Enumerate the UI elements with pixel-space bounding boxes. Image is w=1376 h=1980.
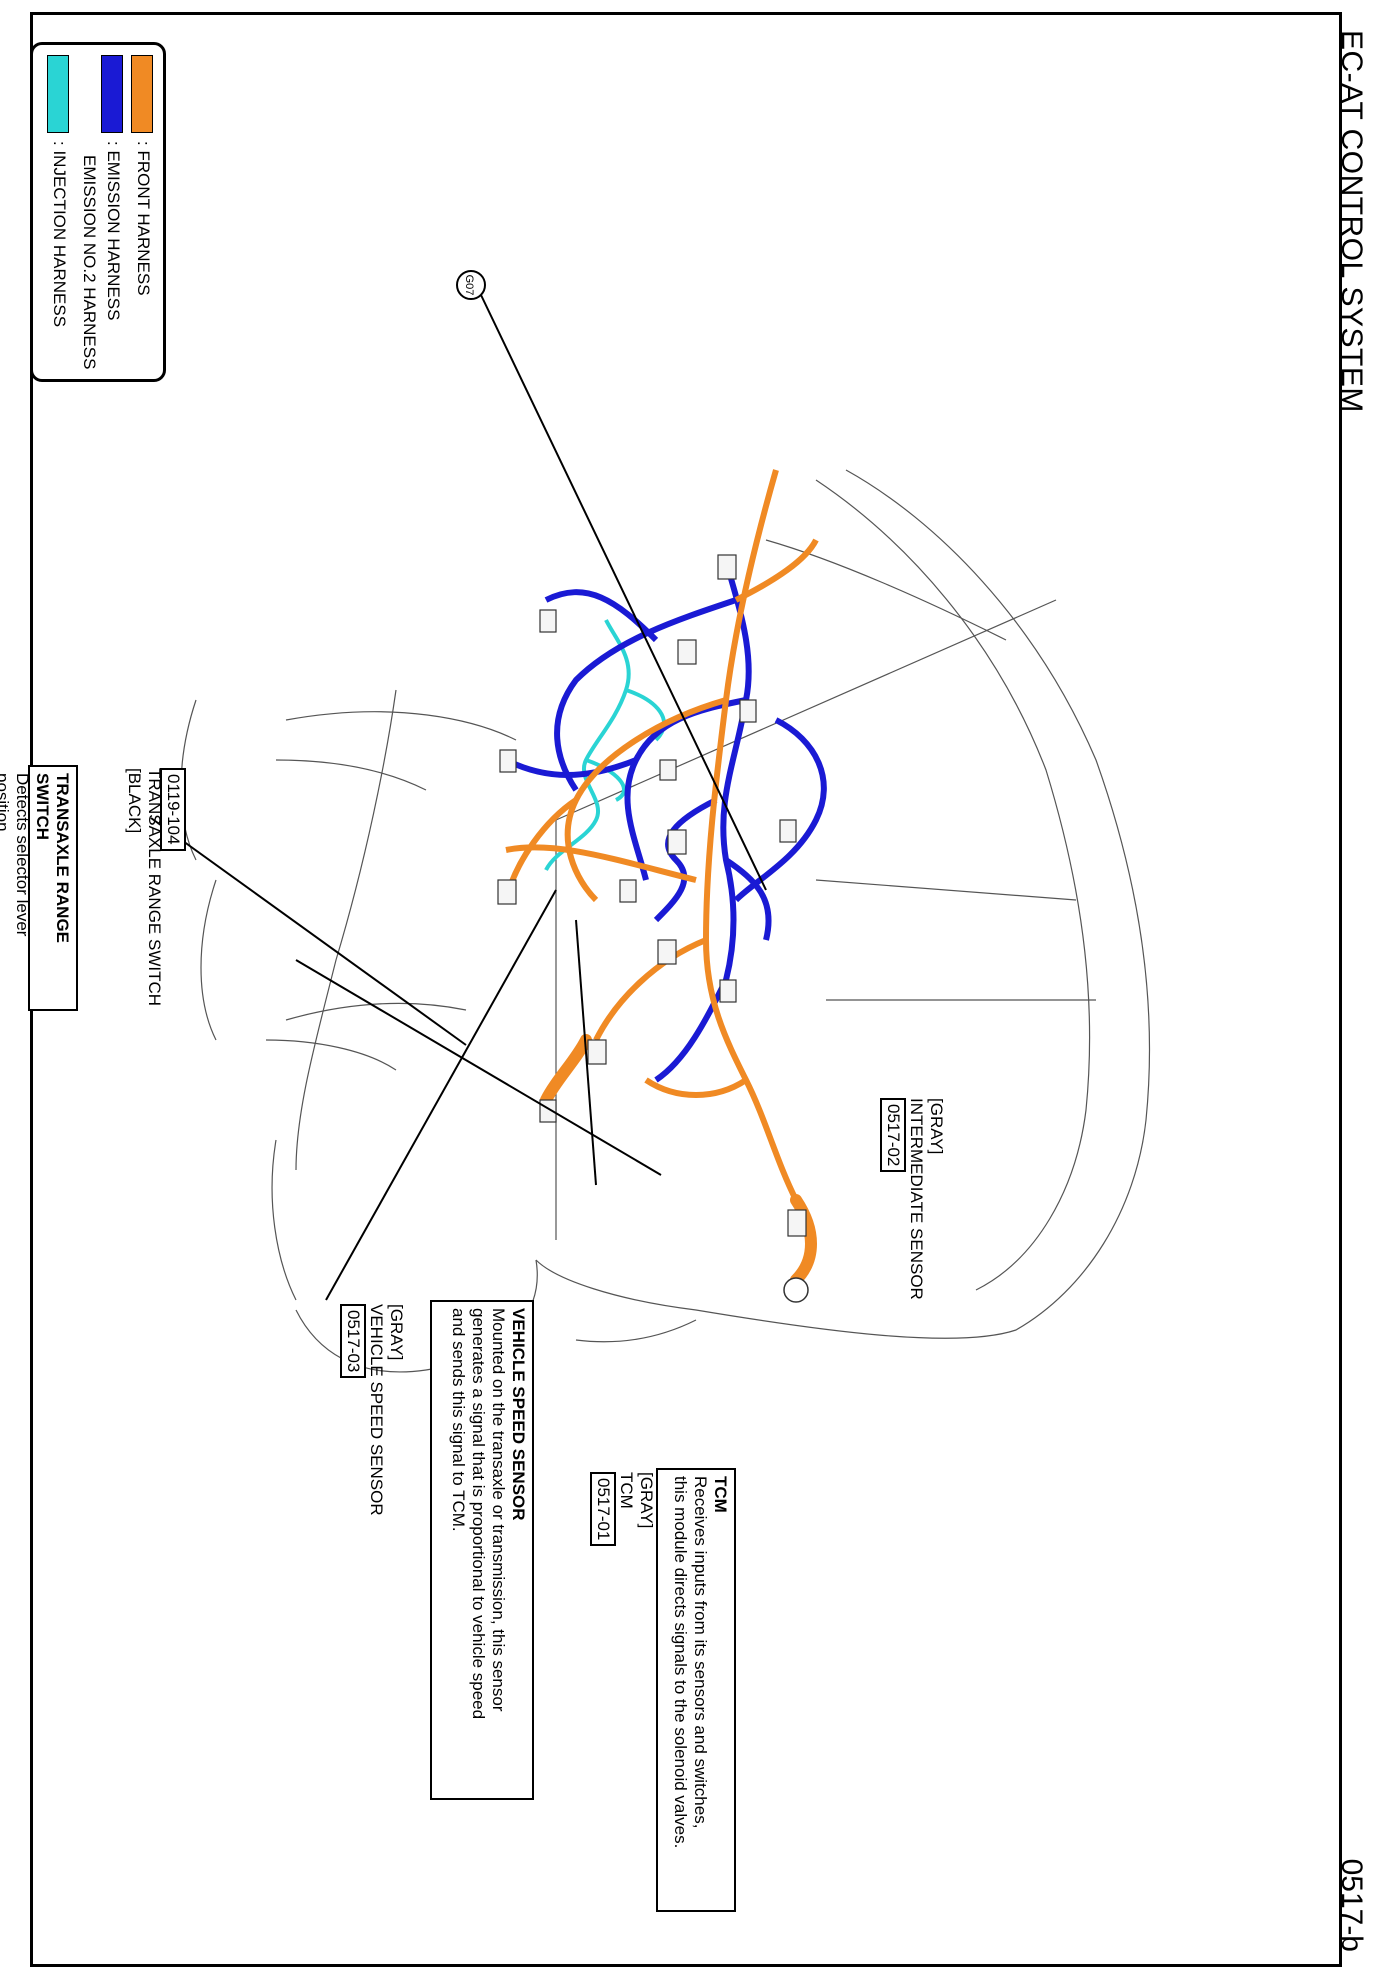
tcm-desc-line-1: Receives inputs from its sensors and swi… bbox=[691, 1476, 710, 1829]
tcm-desc-title: TCM bbox=[711, 1476, 730, 1513]
vehicle-speed-sensor-desc-line-1: Mounted on the transaxle or transmission… bbox=[489, 1308, 508, 1712]
intermediate-sensor-name: INTERMEDIATE SENSOR bbox=[907, 1098, 926, 1300]
transaxle-range-switch-desc-line: Detects selector lever position. bbox=[0, 773, 32, 937]
leader-lines bbox=[150, 294, 767, 1301]
injection-harness bbox=[544, 619, 667, 872]
front-harness-trunk bbox=[540, 1034, 817, 1286]
grommet-icon bbox=[783, 1277, 809, 1303]
vehicle-speed-sensor-leader bbox=[325, 889, 557, 1301]
ground-point-label: G07 bbox=[463, 275, 475, 296]
transaxle-range-switch-description: TRANSAXLE RANGE SWITCH Detects selector … bbox=[0, 765, 78, 1011]
tcm-desc-line-2: this module directs signals to the solen… bbox=[671, 1476, 690, 1849]
vehicle-outline bbox=[180, 469, 1151, 1373]
tcm-description: TCM Receives inputs from its sensors and… bbox=[656, 1468, 736, 1912]
intermediate-sensor-leader bbox=[295, 959, 662, 1176]
vehicle-speed-sensor-color: [GRAY] bbox=[387, 1304, 406, 1361]
vehicle-speed-sensor-code: 0517-03 bbox=[340, 1304, 366, 1379]
intermediate-sensor-code: 0517-02 bbox=[880, 1098, 906, 1173]
emission-harness bbox=[504, 559, 827, 1083]
tcm-code: 0517-01 bbox=[590, 1472, 616, 1547]
ground-point-circle bbox=[456, 270, 486, 300]
tcm-name: TCM bbox=[617, 1472, 636, 1509]
vehicle-speed-sensor-name: VEHICLE SPEED SENSOR bbox=[367, 1304, 386, 1516]
intermediate-sensor-color: [GRAY] bbox=[927, 1098, 946, 1155]
transaxle-range-switch-color: [BLACK] bbox=[125, 768, 144, 834]
transaxle-range-switch-name: TRANSAXLE RANGE SWITCH bbox=[145, 768, 164, 1007]
transaxle-range-switch-leader bbox=[150, 817, 467, 1046]
vehicle-speed-sensor-desc-title: VEHICLE SPEED SENSOR bbox=[509, 1308, 528, 1521]
transaxle-range-switch-desc-title: TRANSAXLE RANGE SWITCH bbox=[33, 773, 72, 944]
connectors bbox=[497, 554, 807, 1237]
vehicle-speed-sensor-desc-line-3: and sends this signal to TCM. bbox=[449, 1308, 468, 1532]
tcm-leader bbox=[575, 919, 597, 1186]
vehicle-speed-sensor-desc-line-2: generates a signal that is proportional … bbox=[469, 1308, 488, 1720]
vehicle-speed-sensor-description: VEHICLE SPEED SENSOR Mounted on the tran… bbox=[430, 1300, 534, 1800]
tcm-color: [GRAY] bbox=[637, 1472, 656, 1529]
g07-leader bbox=[480, 294, 767, 891]
